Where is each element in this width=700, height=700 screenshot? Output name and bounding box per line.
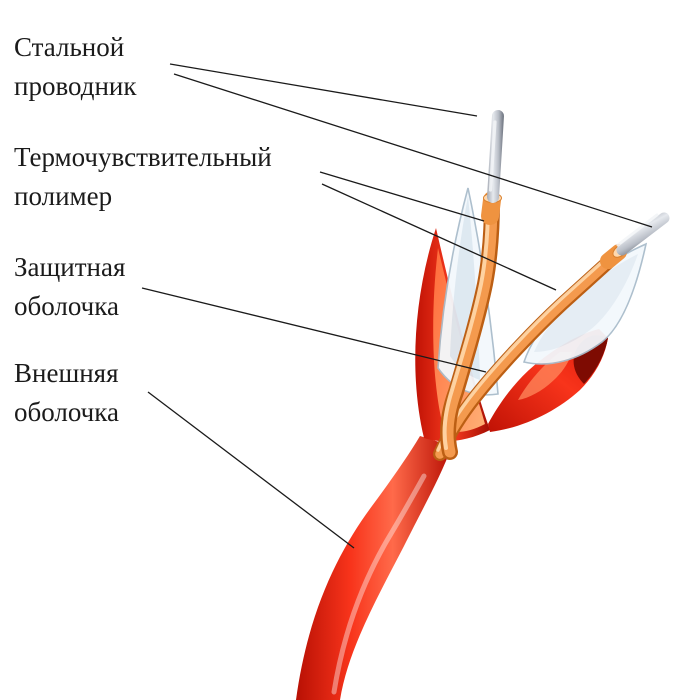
outer-sheath-cable-stem bbox=[296, 436, 452, 700]
leader-line-protective-sheath bbox=[141, 287, 487, 373]
label-outer-sheath-line2: оболочка bbox=[14, 397, 119, 427]
label-steel-conductor-line2: проводник bbox=[14, 71, 137, 101]
leader-line-thermo-polymer-1 bbox=[319, 171, 485, 222]
label-protective-sheath-line2: оболочка bbox=[14, 291, 119, 321]
label-protective-sheath-line1: Защитная bbox=[14, 252, 126, 282]
label-thermo-polymer-line1: Термочувствительный bbox=[14, 142, 272, 172]
steel-conductor-tip-right bbox=[600, 212, 670, 269]
steel-conductor-tip-left bbox=[481, 110, 504, 225]
label-outer-sheath: Внешняя оболочка bbox=[14, 354, 119, 432]
leader-line-outer-sheath bbox=[147, 391, 355, 549]
label-protective-sheath: Защитная оболочка bbox=[14, 248, 125, 326]
label-thermo-polymer: Термочувствительный полимер bbox=[14, 138, 272, 216]
protective-sheath-petals bbox=[437, 187, 648, 396]
polymer-wire-left bbox=[440, 192, 500, 460]
leader-line-thermo-polymer-2 bbox=[321, 183, 557, 291]
leader-line-steel-conductor-1 bbox=[169, 63, 478, 117]
label-thermo-polymer-line2: полимер bbox=[14, 181, 113, 211]
leader-lines bbox=[141, 63, 653, 549]
label-steel-conductor-line1: Стальной bbox=[14, 32, 125, 62]
label-outer-sheath-line1: Внешняя bbox=[14, 358, 119, 388]
label-steel-conductor: Стальной проводник bbox=[14, 28, 137, 106]
leader-line-steel-conductor-2 bbox=[173, 73, 653, 228]
